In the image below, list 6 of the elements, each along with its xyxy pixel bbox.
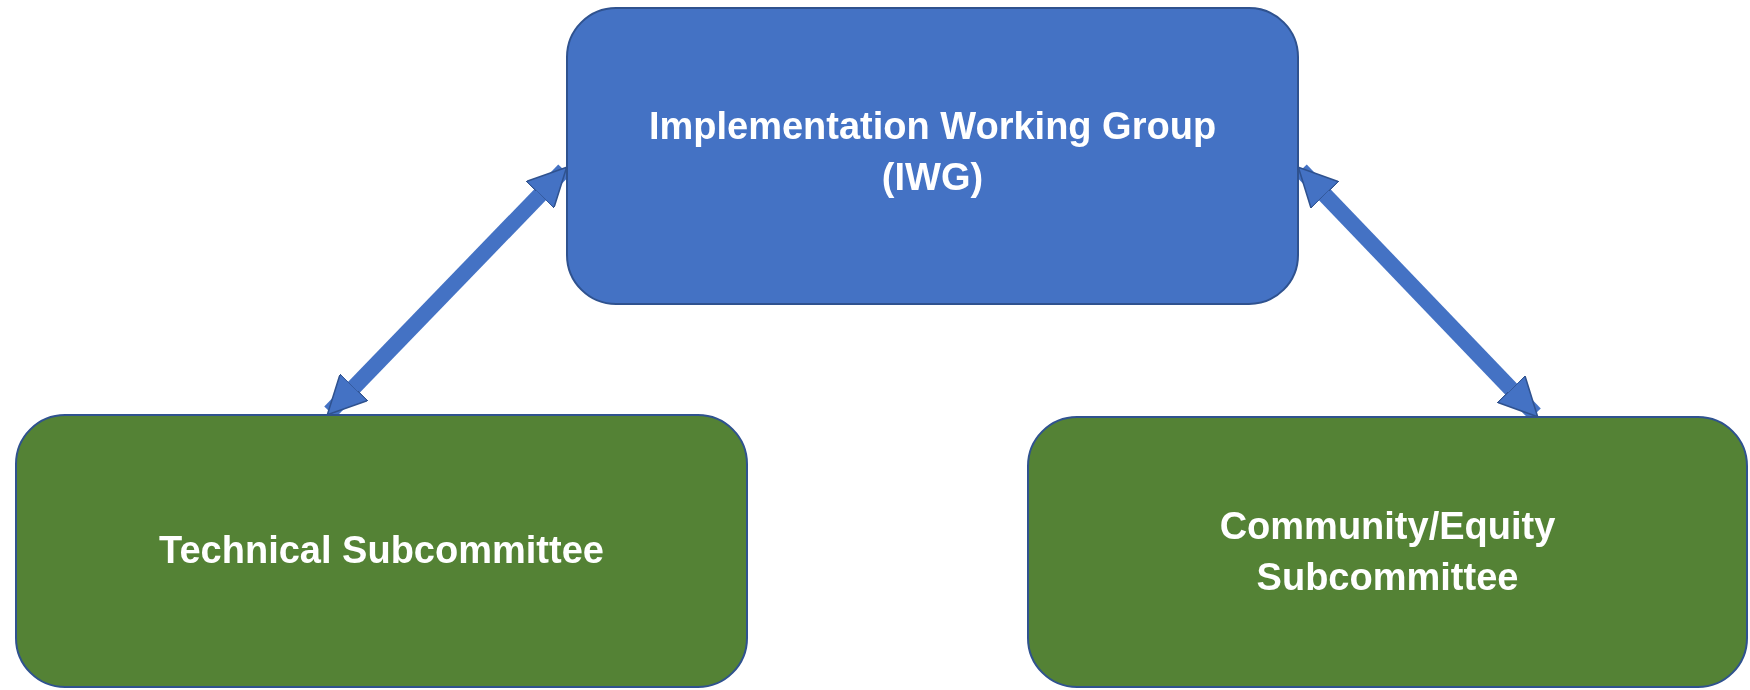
box-title: Implementation Working Group (IWG) (647, 103, 1218, 200)
org-box (1027, 416, 1748, 688)
box-title: Technical Subcommittee (159, 528, 604, 574)
box-title: Community/Equity Subcommittee (1218, 503, 1557, 600)
org-box (566, 7, 1299, 305)
org-box (15, 414, 748, 688)
